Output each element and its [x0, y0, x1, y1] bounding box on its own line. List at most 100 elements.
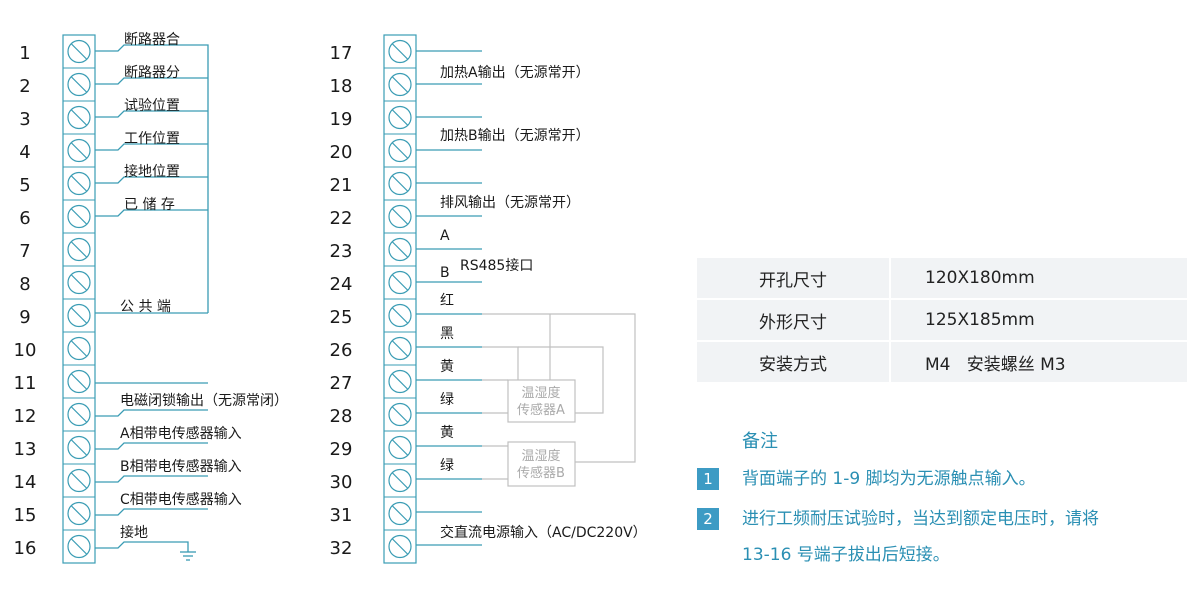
terminal-number: 26: [330, 340, 353, 361]
sensor-a-box: [507, 379, 576, 423]
note-text: 进行工频耐压试验时，当达到额定电压时，请将 13-16 号端子拔出后短接。: [742, 501, 1099, 573]
terminal-number: 6: [19, 208, 30, 229]
terminal-screw-slot: [391, 175, 409, 192]
label-rs485: RS485接口: [460, 257, 533, 274]
ground-symbol: [180, 551, 196, 561]
label-green-1: 绿: [440, 392, 454, 408]
terminal-screw-icon: [388, 270, 412, 295]
terminal-number: 23: [330, 241, 353, 262]
terminal-screw-icon: [388, 138, 412, 163]
terminal-screw-icon: [67, 534, 91, 559]
sensor-wire-black: [482, 346, 519, 380]
label-power: 交直流电源输入（AC/DC220V）: [440, 524, 647, 541]
sensor-b-line-1: 温湿度: [521, 448, 560, 464]
terminal-screw-slot: [70, 538, 88, 555]
label-fan: 排风输出（无源常开）: [440, 195, 580, 211]
terminal-screw-slot: [70, 340, 88, 357]
terminal-screw-icon: [388, 72, 412, 97]
terminal-screw-icon: [388, 105, 412, 130]
terminal-screw-icon: [67, 237, 91, 262]
spec-row: 开孔尺寸 120X180mm: [697, 258, 1187, 300]
label-sensor-b-input: B相带电传感器输入: [120, 458, 242, 475]
terminal-screw-slot: [70, 373, 88, 390]
terminal-screw-slot: [70, 505, 88, 522]
label-heat-b: 加热B输出（无源常开）: [440, 128, 590, 144]
terminal-screw-slot: [70, 43, 88, 60]
terminal-screw-icon: [67, 402, 91, 427]
terminal-number: 29: [330, 439, 353, 460]
terminal-number: 10: [14, 340, 37, 361]
label-breaker-open: 断路器分: [124, 65, 180, 81]
terminal-screw-slot: [70, 142, 88, 159]
wire-13: [95, 442, 208, 450]
sensor-a-line-2: 传感器A: [517, 402, 565, 418]
terminal-number: 9: [19, 307, 30, 328]
terminal-number: 16: [14, 538, 37, 559]
terminal-screw-slot: [70, 241, 88, 258]
label-breaker-close: 断路器合: [124, 32, 180, 48]
terminal-number: 17: [330, 43, 353, 64]
terminal-screw-icon: [67, 204, 91, 229]
terminal-screw-slot: [391, 142, 409, 159]
label-ground: 接地: [120, 524, 148, 541]
spec-key: 外形尺寸: [697, 299, 891, 342]
terminal-number: 15: [14, 505, 37, 526]
terminal-screw-icon: [67, 501, 91, 526]
wire-14: [95, 475, 208, 483]
wire-1: [95, 44, 209, 313]
wire-6: [95, 209, 208, 217]
sensor-wire-red: [482, 313, 636, 463]
note-line: 背面端子的 1-9 脚均为无源触点输入。: [742, 469, 1036, 489]
note-item-1: 1 背面端子的 1-9 脚均为无源触点输入。: [697, 466, 1036, 497]
label-green-2: 绿: [440, 458, 454, 474]
terminal-number: 13: [14, 439, 37, 460]
terminal-screw-icon: [67, 435, 91, 460]
label-yellow-1: 黄: [440, 358, 454, 375]
spec-value: M4 安装螺丝 M3: [890, 341, 1187, 384]
terminal-screw-slot: [391, 208, 409, 225]
terminal-screw-slot: [70, 472, 88, 489]
label-red: 红: [440, 293, 454, 309]
terminal-screw-slot: [70, 208, 88, 225]
terminal-number: 14: [14, 472, 37, 493]
terminal-screw-icon: [388, 369, 412, 394]
spec-row: 安装方式 M4 安装螺丝 M3: [697, 341, 1187, 384]
note-line: 进行工频耐压试验时，当达到额定电压时，请将: [742, 509, 1099, 529]
terminal-number: 20: [330, 142, 353, 163]
note-number-badge: 2: [697, 508, 719, 530]
sensor-wiring: [482, 313, 636, 487]
label-sensor-a-input: A相带电传感器输入: [120, 425, 242, 442]
terminal-screw-slot: [70, 175, 88, 192]
label-yellow-2: 黄: [440, 424, 454, 441]
left-labels: 断路器合 断路器分 试验位置 工作位置 接地位置 已 储 存 公 共 端 电磁闭…: [120, 32, 288, 541]
notes-title: 备注: [742, 431, 778, 452]
terminal-number: 24: [330, 274, 353, 295]
terminal-number: 30: [330, 472, 353, 493]
left-wiring: [95, 44, 209, 561]
terminal-screw-icon: [388, 468, 412, 493]
terminal-screw-icon: [388, 204, 412, 229]
terminal-number: 7: [19, 241, 30, 262]
spec-value: 120X180mm: [890, 258, 1187, 300]
terminal-screw-slot: [70, 307, 88, 324]
label-work-position: 工作位置: [124, 131, 180, 147]
terminal-screw-slot: [391, 307, 409, 324]
terminal-screw-slot: [391, 373, 409, 390]
terminal-screw-icon: [388, 237, 412, 262]
sensor-wire-link-b: [518, 346, 604, 414]
label-common: 公 共 端: [120, 299, 171, 315]
label-lock-output: 电磁闭锁输出（无源常闭）: [120, 393, 288, 409]
label-a: A: [440, 228, 450, 244]
terminal-screw-slot: [70, 439, 88, 456]
terminal-number: 21: [330, 175, 353, 196]
terminal-number: 31: [330, 505, 353, 526]
wire-2: [95, 77, 208, 85]
spec-key: 开孔尺寸: [697, 258, 891, 300]
terminal-screw-slot: [391, 439, 409, 456]
terminal-number: 12: [14, 406, 37, 427]
label-heat-a: 加热A输出（无源常开）: [440, 65, 590, 81]
terminal-number: 5: [19, 175, 30, 196]
wire-3: [95, 110, 208, 118]
